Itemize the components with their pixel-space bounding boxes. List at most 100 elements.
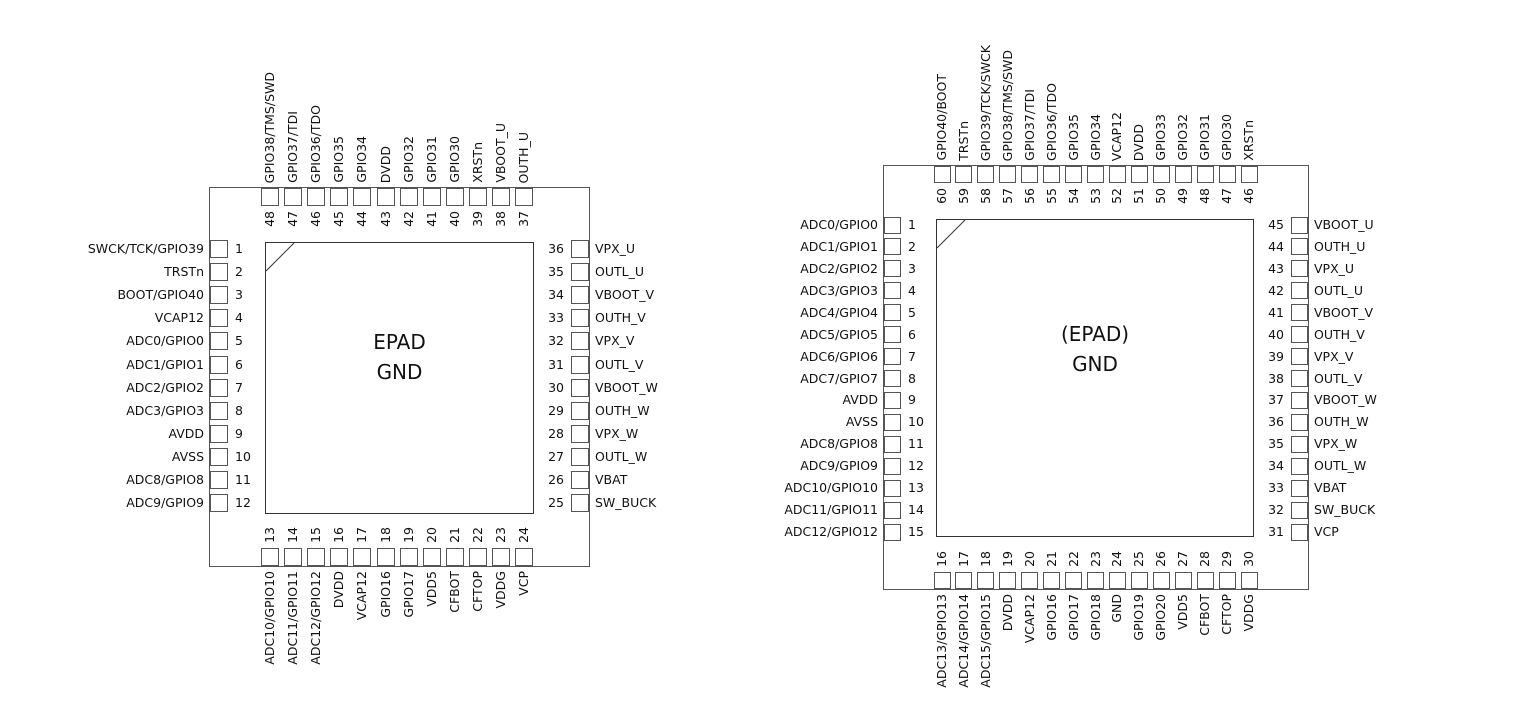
pin-number: 8	[908, 370, 916, 386]
pin-number: 11	[235, 472, 251, 487]
pin-number: 38	[1268, 370, 1284, 386]
pin-number: 57	[999, 188, 1015, 204]
pin-pad	[515, 188, 534, 206]
pin-number: 10	[908, 414, 924, 430]
pin-name: VDDG	[1241, 594, 1257, 632]
pin-number: 36	[548, 241, 564, 256]
pin-number: 19	[999, 551, 1015, 567]
pin-number: 53	[1087, 188, 1103, 204]
pin-pad	[1065, 572, 1083, 589]
pin-name: ADC8/GPIO8	[800, 436, 878, 452]
pin-pad	[571, 332, 589, 351]
pin-number: 33	[548, 310, 564, 326]
epad-label: (EPAD)	[1060, 322, 1130, 346]
pin-pad	[884, 304, 901, 322]
pin-pad	[376, 548, 395, 566]
pin-name: VBOOT_W	[595, 379, 658, 395]
pin-name: VPX_W	[595, 425, 639, 441]
pin-name: VCP	[1314, 524, 1339, 540]
pin-number: 6	[908, 326, 916, 342]
pin-number: 1	[235, 241, 243, 256]
pin-number: 58	[977, 188, 993, 204]
package-outline	[209, 187, 590, 567]
pin-number: 20	[1021, 551, 1037, 567]
pin-name: GPIO18	[1087, 594, 1103, 641]
pin-name: SW_BUCK	[1314, 502, 1376, 518]
pin-pad	[1291, 326, 1308, 344]
pin-pad	[210, 240, 228, 258]
pin-name: ADC12/GPIO12	[784, 524, 878, 540]
pin-pad	[884, 348, 901, 366]
pin-number: 2	[908, 238, 916, 254]
pin-number: 34	[1268, 458, 1284, 474]
pin-pad	[884, 435, 901, 453]
pin-number: 32	[548, 333, 564, 349]
pin-pad	[884, 216, 901, 234]
pin-name: ADC2/GPIO2	[800, 260, 878, 276]
pin-name: GPIO33	[1153, 114, 1169, 161]
pin-name: ADC14/GPIO14	[955, 594, 971, 688]
pin-name: OUTL_W	[1314, 458, 1367, 474]
pin-pad	[307, 548, 326, 566]
pin-pad	[261, 188, 279, 206]
pin-pad	[353, 548, 372, 566]
pin-number: 7	[908, 348, 916, 364]
pin-pad	[1065, 166, 1083, 183]
pin-number: 12	[908, 458, 924, 474]
pin-pad	[1130, 572, 1148, 589]
pin-number: 26	[548, 472, 564, 487]
pin-pad	[571, 263, 589, 282]
pin-number: 18	[977, 551, 993, 567]
pin-pad	[353, 188, 372, 206]
pin-name: ADC4/GPIO4	[800, 304, 878, 320]
pin-name: BOOT/GPIO40	[117, 287, 204, 303]
pin-number: 50	[1153, 188, 1169, 204]
epad-label: GND	[376, 360, 423, 384]
pin-pad	[1291, 282, 1308, 300]
pin-name: ADC3/GPIO3	[126, 402, 204, 418]
pin-number: 9	[235, 425, 243, 441]
pin-pad	[1108, 166, 1126, 183]
package-outline	[883, 165, 1309, 590]
pin-name: OUTH_W	[595, 402, 650, 418]
pin-pad	[884, 326, 901, 344]
pin-number: 2	[235, 264, 243, 280]
pin-pad	[884, 391, 901, 409]
pin-pad	[1152, 166, 1170, 183]
pin-name: GPIO30	[1219, 114, 1235, 161]
pin-pad	[210, 263, 228, 282]
pin-pad	[1218, 166, 1236, 183]
pin-name: ADC9/GPIO9	[126, 495, 204, 511]
pin-number: 33	[1268, 480, 1284, 496]
pin-number: 25	[548, 495, 564, 511]
pin-pad	[445, 548, 464, 566]
pin-name: ADC7/GPIO7	[800, 370, 878, 386]
pin-name: SW_BUCK	[595, 495, 657, 511]
pin-number: 22	[1065, 551, 1081, 567]
pin-name: GPIO35	[1065, 114, 1081, 161]
pin-name: VPX_V	[1314, 348, 1354, 364]
pin-number: 14	[908, 502, 924, 518]
pin-pad	[884, 370, 901, 387]
pin-pad	[1291, 304, 1308, 322]
pin-pad	[1196, 166, 1214, 183]
pin-number: 36	[1268, 414, 1284, 430]
pin-pad	[210, 401, 228, 420]
pin-name: XRSTn	[1241, 120, 1257, 161]
pin-number: 48	[1197, 188, 1213, 204]
pin-pad	[884, 457, 901, 475]
pin-pad	[1196, 572, 1214, 589]
pin-pad	[1174, 166, 1192, 183]
pin-number: 24	[1109, 551, 1125, 567]
pin-number: 51	[1131, 188, 1147, 204]
pin-name: VBOOT_U	[1314, 217, 1374, 232]
pin-name: VCAP12	[1021, 594, 1037, 644]
pin-number: 27	[548, 448, 564, 464]
pin-name: DVDD	[1131, 123, 1147, 161]
pin-name: OUTL_W	[595, 448, 648, 464]
pin-number: 55	[1043, 188, 1059, 204]
pin-name: GPIO40/BOOT	[934, 74, 949, 161]
pin-name: AVSS	[171, 448, 204, 464]
